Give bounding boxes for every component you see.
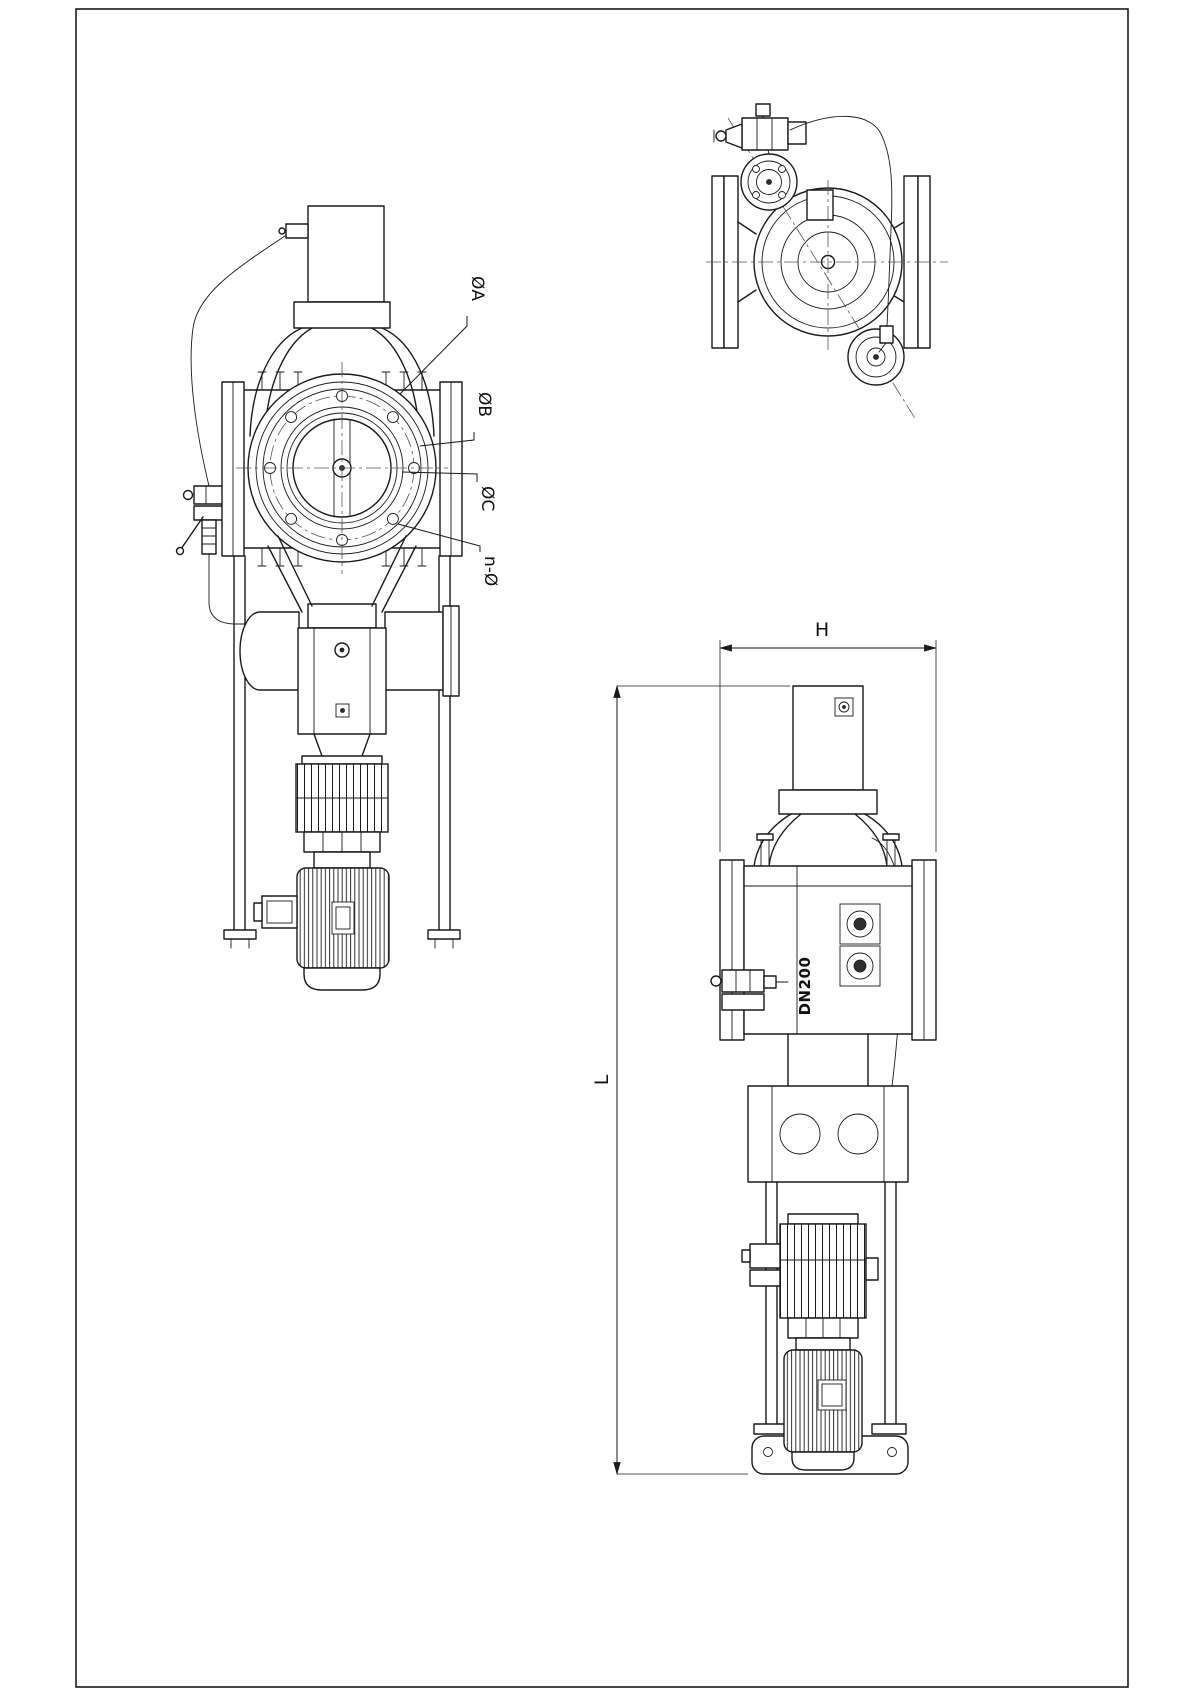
gearbox-clamp xyxy=(749,1243,781,1269)
dimension-l: L xyxy=(591,684,790,1476)
motor-end-bell-side xyxy=(791,1451,855,1471)
lower-housing-side xyxy=(747,1033,909,1183)
label-nominal-size: DN200 xyxy=(796,957,814,1016)
lower-housing-front xyxy=(239,603,460,757)
leader-dia-c xyxy=(401,471,478,482)
leader-dia-a xyxy=(399,316,468,395)
flange-face xyxy=(236,362,448,574)
valve-body-side: DN200 xyxy=(719,859,937,1041)
solenoid-cluster-side xyxy=(710,969,789,1011)
label-width-dim: H xyxy=(815,619,829,641)
upper-shaft-bearing xyxy=(740,153,798,211)
gearbox-side xyxy=(741,1213,879,1351)
actuator-mounting-plate xyxy=(293,301,391,329)
solenoid-box xyxy=(278,205,391,329)
right-foot xyxy=(427,929,461,940)
cable-gland xyxy=(285,223,309,239)
label-bore-diameter: ØC xyxy=(477,486,497,511)
sheet-border xyxy=(75,8,1129,1688)
label-bolt-holes: n-Ø xyxy=(480,556,500,586)
pilot-lever xyxy=(180,516,204,550)
actuator-side xyxy=(753,685,903,869)
label-bolt-circle-diameter: ØB xyxy=(474,392,494,417)
motor-nameplate xyxy=(331,901,355,935)
gearbox-front xyxy=(295,755,389,869)
valve-body-front xyxy=(221,371,463,567)
motor-end-bell xyxy=(303,967,381,991)
pilot-knob xyxy=(182,489,194,501)
label-flange-outer-diameter: ØA xyxy=(467,276,487,301)
top-port-stub xyxy=(806,189,834,221)
dimension-h: H xyxy=(718,619,938,852)
motor-side xyxy=(783,1349,863,1471)
top-view xyxy=(706,103,948,421)
left-foot xyxy=(223,929,257,940)
terminal-box-side xyxy=(817,1379,847,1411)
spacer-block xyxy=(747,1085,909,1183)
support-columns-side xyxy=(753,1181,907,1435)
left-port-stub xyxy=(239,611,300,691)
lower-yoke xyxy=(267,535,417,613)
side-view: DN200 xyxy=(591,619,938,1476)
right-port-stub xyxy=(384,611,444,691)
front-view: ØA ØB ØC n-Ø xyxy=(175,205,500,991)
signal-tube xyxy=(789,115,893,327)
flange-callouts: ØA ØB ØC n-Ø xyxy=(397,276,500,586)
lower-shaft-bearing xyxy=(847,328,905,386)
leader-dia-b xyxy=(419,432,475,447)
leader-n-dia xyxy=(397,523,481,552)
mounting-plate-side xyxy=(778,789,878,815)
motor-front xyxy=(253,867,390,991)
pilot-drain-tube xyxy=(208,553,254,625)
label-length-dim: L xyxy=(591,1074,613,1085)
pilot-tube xyxy=(190,233,289,487)
solenoid-cluster-top xyxy=(713,103,894,353)
bonnet-neck xyxy=(307,603,377,629)
tube-connector xyxy=(879,325,894,344)
